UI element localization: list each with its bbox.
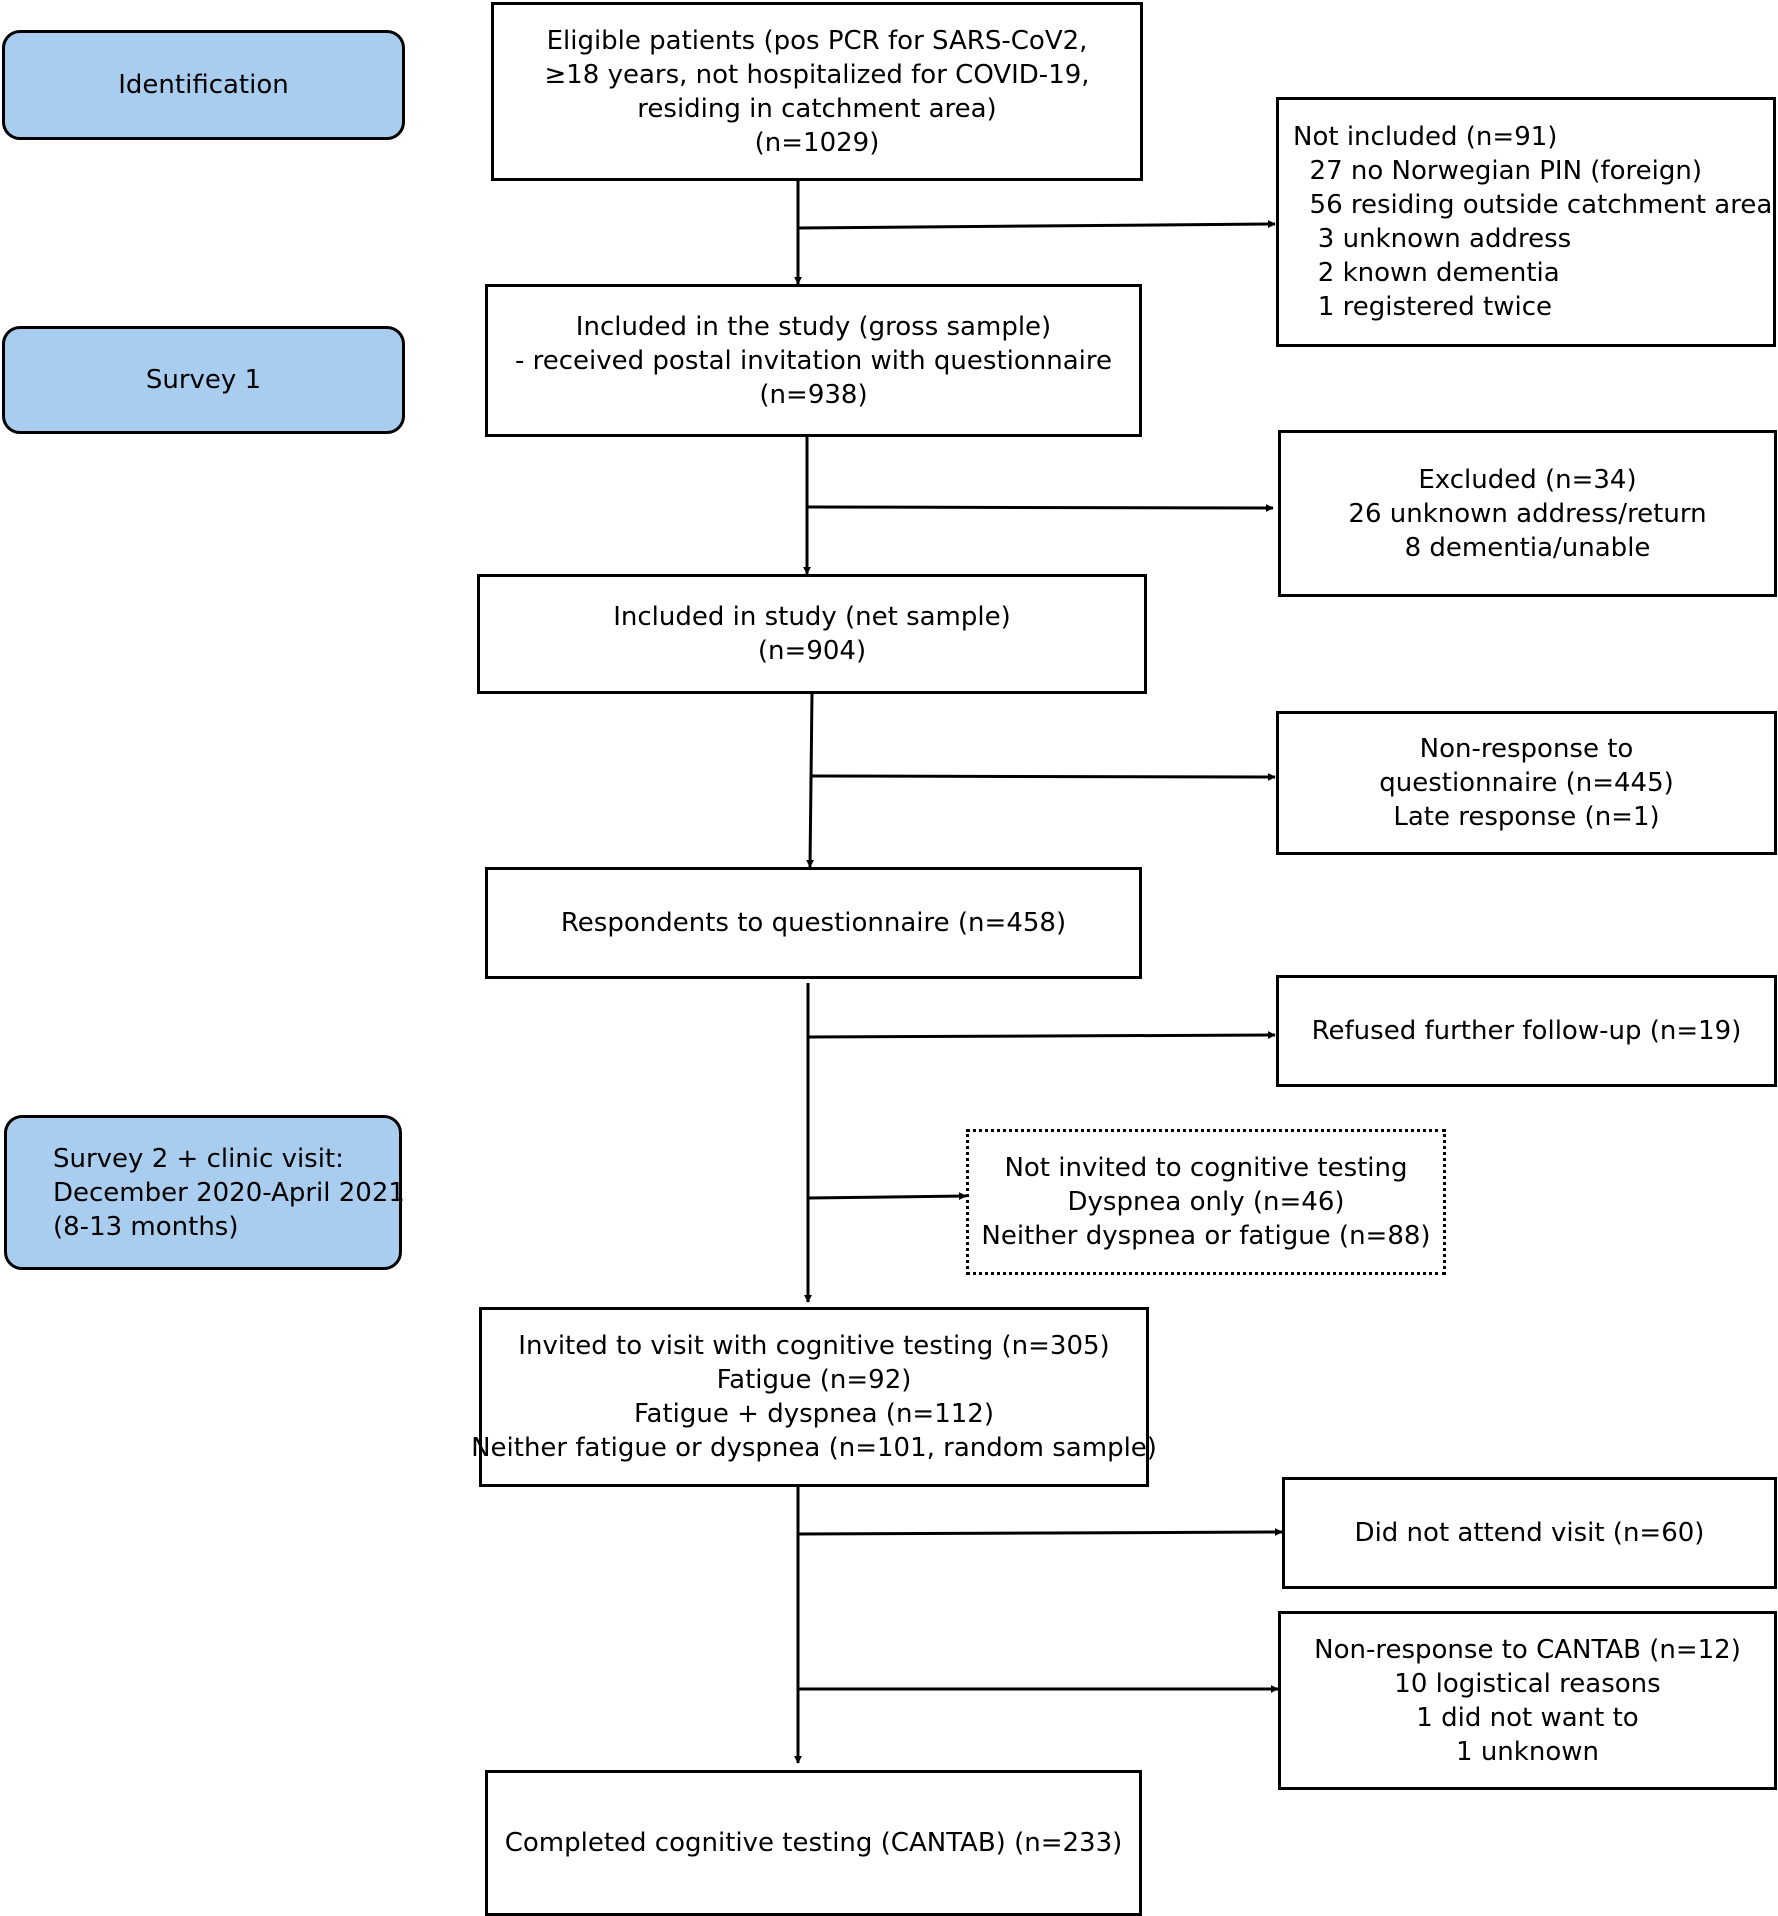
cantab-non-response-box-line-2: 10 logistical reasons (1394, 1668, 1661, 1699)
stage-survey-1-line-1: Survey 1 (145, 365, 262, 395)
invited-cognitive-testing-box: Invited to visit with cognitive testing … (471, 1307, 1157, 1487)
not-included-box-line-6: 1 registered twice (1293, 292, 1553, 322)
excluded-box-line-2: 26 unknown address/return (1348, 498, 1707, 529)
stage-survey-2-line-3: (8-13 months) (53, 1211, 239, 1242)
cantab-non-response-box-line-4: 1 unknown (1456, 1736, 1599, 1767)
gross-sample-box-line-1: Included in the study (gross sample) (575, 311, 1052, 342)
invited-cognitive-testing-box-line-2: Fatigue (n=92) (716, 1365, 912, 1395)
eligible-patients-box-line-2: ≥18 years, not hospitalized for COVID-19… (544, 59, 1090, 90)
respondents-box: Respondents to questionnaire (n=458) (485, 867, 1142, 979)
non-response-box-line-3: Late response (n=1) (1393, 802, 1660, 832)
eligible-patients-box-line-3: residing in catchment area) (637, 93, 997, 124)
not-included-box-line-1: Not included (n=91) (1293, 122, 1558, 152)
not-invited-box-line-2: Dyspnea only (n=46) (1067, 1187, 1345, 1217)
cantab-non-response-box-line-3: 1 did not want to (1416, 1702, 1639, 1733)
excluded-box: Excluded (n=34)26 unknown address/return… (1278, 430, 1777, 597)
not-included-box: Not included (n=91) 27 no Norwegian PIN … (1276, 97, 1776, 347)
completed-testing-box-line-1: Completed cognitive testing (CANTAB) (n=… (504, 1828, 1123, 1858)
stage-survey-2-line-2: December 2020-April 2021 (53, 1177, 405, 1208)
did-not-attend-box-line-1: Did not attend visit (n=60) (1354, 1518, 1705, 1548)
invited-cognitive-testing-box-line-3: Fatigue + dyspnea (n=112) (633, 1399, 994, 1429)
gross-sample-box: Included in the study (gross sample)- re… (485, 284, 1142, 437)
arrow-to-excluded (806, 503, 1274, 512)
cantab-non-response-box: Non-response to CANTAB (n=12)10 logistic… (1278, 1611, 1777, 1790)
not-included-box-line-3: 56 residing outside catchment area (1293, 190, 1773, 220)
stage-survey-2-line-1: Survey 2 + clinic visit: (53, 1143, 344, 1174)
arrow-to-not-included (797, 220, 1276, 230)
invited-cognitive-testing-box-line-4: Neither fatigue or dyspnea (n=101, rando… (471, 1433, 1157, 1463)
net-sample-box-line-2: (n=904) (757, 636, 867, 666)
eligible-patients-box-line-1: Eligible patients (pos PCR for SARS-CoV2… (546, 25, 1088, 56)
invited-cognitive-testing-box-line-1: Invited to visit with cognitive testing … (518, 1331, 1110, 1361)
arrow-to-non-response (811, 772, 1276, 781)
not-invited-box-line-3: Neither dyspnea or fatigue (n=88) (981, 1221, 1431, 1251)
arrow-to-not-invited (807, 1192, 967, 1201)
stage-survey-2: Survey 2 + clinic visit:December 2020-Ap… (4, 1115, 405, 1270)
non-response-box-line-1: Non-response to (1419, 734, 1634, 764)
stage-survey-1: Survey 1 (2, 326, 405, 434)
gross-sample-box-line-2: - received postal invitation with questi… (514, 345, 1112, 376)
stage-identification-line-1: Identification (118, 70, 289, 100)
refused-follow-up-box-line-1: Refused further follow-up (n=19) (1311, 1016, 1742, 1046)
gross-sample-box-line-3: (n=938) (759, 379, 868, 410)
arrow-net-to-respondents (806, 692, 815, 868)
not-included-box-line-4: 3 unknown address (1293, 224, 1572, 254)
arrow-to-refused (807, 1031, 1276, 1040)
respondents-box-line-1: Respondents to questionnaire (n=458) (560, 908, 1067, 938)
refused-follow-up-box: Refused further follow-up (n=19) (1276, 975, 1777, 1087)
stage-identification: Identification (2, 30, 405, 140)
excluded-box-line-1: Excluded (n=34) (1418, 464, 1637, 495)
arrow-to-not-attend (797, 1528, 1283, 1537)
did-not-attend-box: Did not attend visit (n=60) (1282, 1477, 1777, 1589)
non-response-box-line-2: questionnaire (n=445) (1379, 768, 1674, 798)
not-included-box-line-2: 27 no Norwegian PIN (foreign) (1293, 156, 1702, 186)
excluded-box-line-3: 8 dementia/unable (1404, 532, 1651, 563)
eligible-patients-box-line-4: (n=1029) (754, 127, 880, 158)
cantab-non-response-box-line-1: Non-response to CANTAB (n=12) (1314, 1634, 1741, 1665)
not-included-box-line-5: 2 known dementia (1293, 258, 1560, 288)
not-invited-box-line-1: Not invited to cognitive testing (1004, 1153, 1408, 1183)
net-sample-box-line-1: Included in study (net sample) (613, 602, 1011, 632)
completed-testing-box: Completed cognitive testing (CANTAB) (n=… (485, 1770, 1142, 1916)
non-response-box: Non-response to questionnaire (n=445) Late… (1276, 711, 1777, 855)
net-sample-box: Included in study (net sample) (n=904) (477, 574, 1147, 694)
eligible-patients-box: Eligible patients (pos PCR for SARS-CoV2… (491, 2, 1143, 181)
